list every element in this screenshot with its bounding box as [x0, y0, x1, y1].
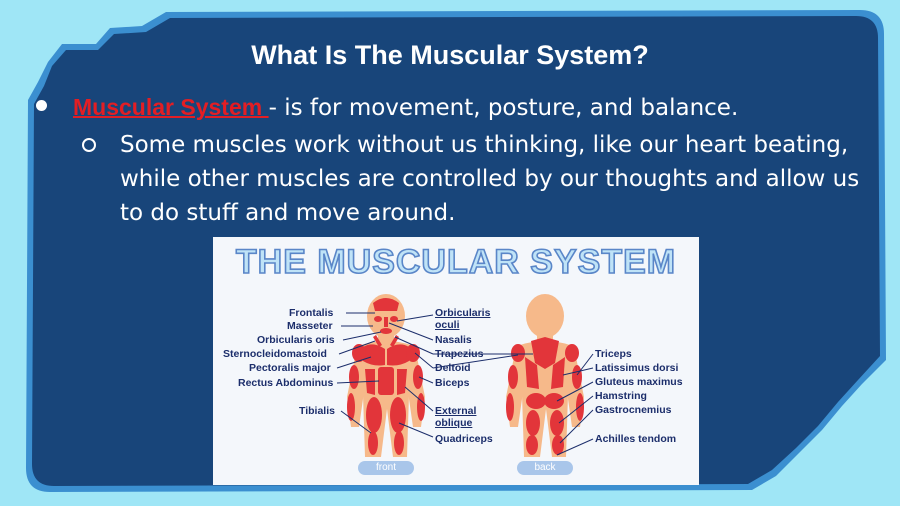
- back-view-button: back: [517, 461, 573, 475]
- label-pectoralis-major: Pectoralis major: [249, 362, 331, 374]
- sub-bullet: Some muscles work without us thinking, l…: [82, 128, 862, 230]
- body-figures: [336, 294, 594, 457]
- label-orbicularis-oculi: Orbicularis oculi: [435, 307, 491, 331]
- muscular-system-infographic: THE MUSCULAR SYSTEM: [213, 237, 699, 485]
- front-view-button: front: [358, 461, 414, 475]
- label-external-oblique: External oblique: [435, 405, 477, 429]
- label-orbicularis-oris: Orbicularis oris: [257, 334, 335, 346]
- sub-bullet-text: Some muscles work without us thinking, l…: [120, 132, 860, 226]
- label-frontalis: Frontalis: [289, 307, 334, 319]
- label-rectus-abdominus: Rectus Abdominus: [238, 377, 334, 389]
- bullet-dot-icon: [36, 100, 47, 111]
- bullet-muscular-system: Muscular System - is for movement, postu…: [36, 94, 738, 121]
- sub-bullet-ring-icon: [82, 138, 96, 152]
- front-body-figure: [347, 294, 425, 457]
- label-quadriceps: Quadriceps: [435, 433, 493, 445]
- label-achilles-tendom: Achilles tendom: [595, 433, 677, 445]
- infographic-title: THE MUSCULAR SYSTEM: [235, 242, 677, 282]
- label-sternocleidomastoid: Sternocleidomastoid: [223, 348, 327, 360]
- label-trapezius: Trapezius: [435, 348, 484, 360]
- label-triceps: Triceps: [595, 348, 632, 360]
- label-hamstring: Hamstring: [595, 390, 647, 402]
- slide-title: What Is The Muscular System?: [251, 40, 649, 70]
- label-gastrocnemius: Gastrocnemius: [595, 404, 672, 416]
- label-gluteus-maximus: Gluteus maximus: [595, 376, 683, 388]
- label-nasalis: Nasalis: [435, 334, 472, 346]
- back-body-figure: [506, 294, 584, 457]
- term-muscular-system: Muscular System: [73, 94, 269, 120]
- label-biceps: Biceps: [435, 377, 470, 389]
- label-masseter: Masseter: [287, 320, 333, 332]
- label-deltoid: Deltoid: [435, 362, 471, 374]
- leader-lines: [336, 312, 594, 456]
- label-tibialis: Tibialis: [299, 405, 335, 417]
- label-latissimus-dorsi: Latissimus dorsi: [595, 362, 679, 374]
- bullet-definition: - is for movement, posture, and balance.: [268, 95, 739, 121]
